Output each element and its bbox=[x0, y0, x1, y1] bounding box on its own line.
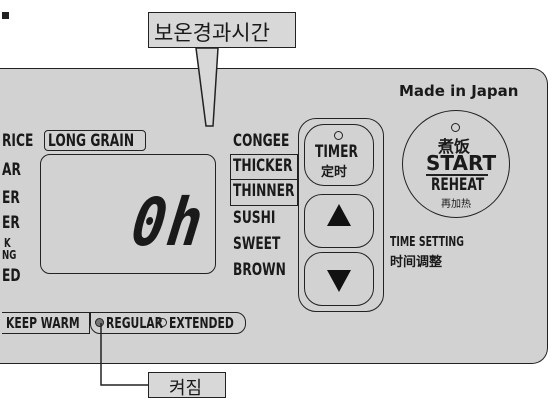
reheat-label: REHEAT bbox=[431, 175, 485, 195]
keep-warm-options-box bbox=[90, 312, 246, 334]
thicker-thinner-box bbox=[230, 154, 298, 206]
reheat-cn-label: 再加热 bbox=[441, 199, 471, 210]
timer-indicator-icon bbox=[334, 131, 343, 140]
start-indicator-icon bbox=[451, 123, 460, 132]
extended-indicator-icon bbox=[158, 318, 167, 327]
menu-congee: CONGEE bbox=[233, 131, 290, 151]
keep-warm-box bbox=[2, 312, 90, 334]
timer-label: TIMER bbox=[315, 142, 358, 162]
regular-indicator-icon bbox=[95, 318, 104, 327]
on-pointer-line bbox=[100, 323, 148, 386]
menu-frag-2: ER bbox=[2, 188, 20, 208]
thicker-divider bbox=[230, 179, 298, 180]
menu-sweet: SWEET bbox=[233, 234, 281, 254]
menu-rice: RICE bbox=[2, 131, 34, 151]
timer-button-group bbox=[298, 118, 384, 312]
regular-label: REGULAR bbox=[106, 314, 163, 332]
extended-label: EXTENDED bbox=[169, 314, 234, 332]
made-in-label: Made in Japan bbox=[399, 82, 519, 100]
keep-warm-label: KEEP WARM bbox=[6, 314, 80, 332]
down-arrow-icon bbox=[327, 270, 351, 292]
up-arrow-icon bbox=[327, 204, 351, 226]
menu-sushi: SUSHI bbox=[233, 208, 276, 228]
menu-frag-4: K bbox=[4, 236, 11, 250]
on-callout bbox=[148, 372, 226, 398]
menu-long-grain: LONG GRAIN bbox=[48, 131, 135, 151]
menu-brown: BROWN bbox=[233, 260, 286, 280]
start-top-label: 煮饭 bbox=[438, 137, 471, 156]
menu-frag-6: ED bbox=[2, 266, 21, 286]
elapsed-time-callout bbox=[148, 12, 296, 48]
menu-thicker: THICKER bbox=[233, 156, 293, 176]
long-grain-box bbox=[44, 130, 146, 151]
time-setting-cn-label: 时间调整 bbox=[390, 255, 443, 270]
corner-mark bbox=[2, 12, 9, 19]
menu-frag-1: AR bbox=[2, 160, 21, 180]
menu-frag-5: NG bbox=[2, 248, 17, 262]
elapsed-time-label: 보온경과시간 bbox=[154, 21, 270, 45]
on-label: 켜짐 bbox=[169, 378, 203, 399]
elapsed-time-pointer bbox=[195, 47, 219, 127]
lcd-display bbox=[40, 154, 216, 274]
start-underline bbox=[426, 174, 488, 176]
menu-frag-3: ER bbox=[2, 213, 20, 233]
time-setting-label: TIME SETTING bbox=[390, 235, 464, 250]
menu-thinner: THINNER bbox=[233, 181, 295, 201]
start-label: START bbox=[426, 151, 497, 175]
timer-label-cn: 定时 bbox=[321, 165, 348, 180]
